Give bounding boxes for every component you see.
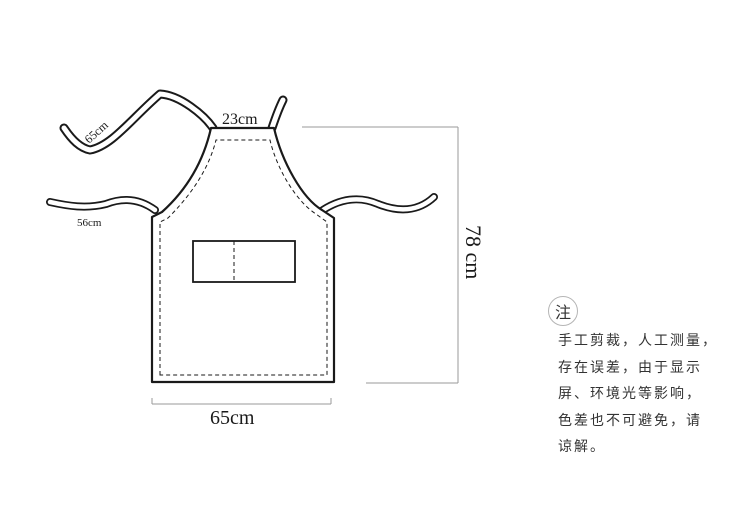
note-line: 谅解。 [558, 439, 606, 455]
neck-strap [59, 89, 288, 155]
waist-tie-left [46, 195, 159, 214]
note-text: 手工剪裁，人工测量， 存在误差，由于显示 屏、环境光等影响， 色差也不可避免，请… [558, 328, 738, 461]
bottom-width-label: 65cm [210, 407, 255, 429]
note-line: 手工剪裁，人工测量， [558, 333, 718, 349]
note-line: 色差也不可避免，请 [558, 412, 702, 429]
note-line: 屏、环境光等影响， [558, 386, 702, 402]
height-dimension-lines [302, 126, 459, 384]
front-pocket [192, 240, 296, 283]
waist-tie-label: 56cm [77, 217, 102, 229]
bottom-width-dimension-line [151, 398, 332, 405]
stitch-line [159, 139, 328, 376]
note-panel: 注 手工剪裁，人工测量， 存在误差，由于显示 屏、环境光等影响， 色差也不可避免… [548, 296, 738, 461]
height-label: 78 cm [461, 225, 486, 279]
note-badge: 注 [548, 296, 578, 326]
waist-tie-right [316, 193, 438, 216]
note-line: 存在误差，由于显示 [558, 359, 702, 376]
neck-width-label: 23cm [222, 111, 258, 128]
